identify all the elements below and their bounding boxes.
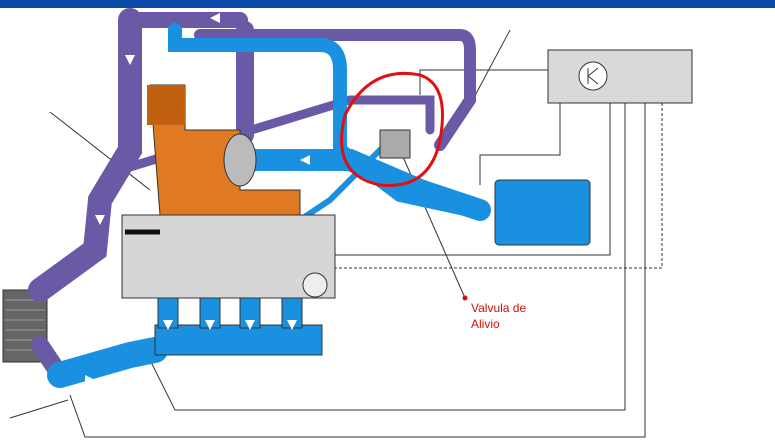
relief-valve	[379, 129, 411, 159]
header-bar	[0, 0, 775, 8]
flow-arrows	[85, 13, 310, 385]
intake-manifold	[154, 324, 323, 356]
turbocharger	[223, 133, 257, 187]
label-line-1: Valvula de	[471, 301, 527, 315]
highlight-circle	[340, 71, 444, 187]
exhaust-outlet	[147, 85, 185, 125]
wiring	[9, 29, 663, 438]
control-unit-icon	[578, 61, 608, 91]
label-line-2: Alivio	[471, 317, 500, 331]
relief-valve-label: Valvula de Alivio	[471, 300, 526, 332]
control-unit	[547, 49, 693, 104]
engine-block	[121, 214, 336, 299]
label-pointer-dot	[462, 295, 468, 301]
air-filter	[494, 179, 591, 246]
